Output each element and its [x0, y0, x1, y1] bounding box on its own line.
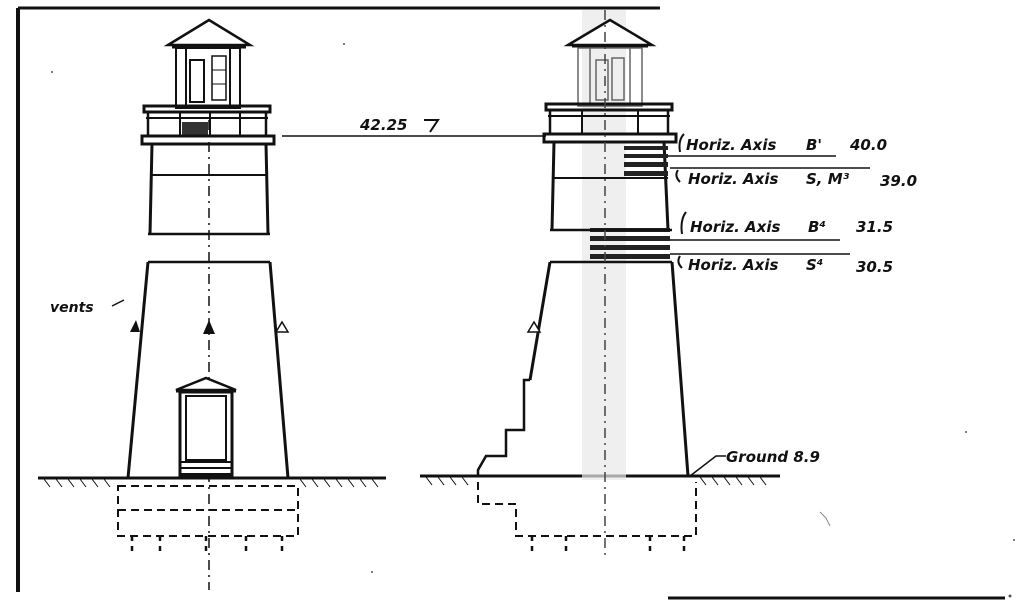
ground-label: Ground 8.9 — [726, 448, 820, 466]
foundation-piles-right — [530, 536, 686, 556]
axis-2-value: 39.0 — [880, 172, 917, 190]
scan-specks — [51, 43, 1015, 598]
vents-leader — [111, 299, 125, 307]
lantern-roof-right — [563, 18, 657, 48]
gallery-deck-left — [140, 134, 276, 146]
tower-band-right — [550, 228, 672, 264]
foundation-left — [117, 485, 299, 537]
stepped-wall-right — [476, 378, 530, 476]
axis-4-prefix: Horiz. Axis — [688, 256, 778, 274]
entrance-porch-left — [175, 376, 237, 478]
axis-callout-1: Horiz. Axis B' 40.0 — [668, 133, 887, 157]
gallery-railing-right — [544, 102, 674, 134]
lantern-room-left — [175, 47, 241, 109]
axis-callout-3: Horiz. Axis B⁴ 31.5 — [670, 211, 893, 241]
gallery-railing-left — [142, 104, 272, 136]
axis-3-marker: B⁴ — [808, 218, 826, 236]
tapered-tower-right — [528, 261, 690, 477]
lantern-room-right — [577, 47, 643, 107]
vents-label: vents — [50, 300, 94, 316]
axis-callout-2: Horiz. Axis S, M³ 39.0 — [670, 167, 917, 190]
upper-tower-left — [148, 143, 270, 235]
axis-1-prefix: Horiz. Axis — [686, 136, 776, 154]
foundation-piles-left — [130, 536, 284, 556]
lantern-roof-left — [163, 18, 255, 49]
ground-leader — [689, 455, 726, 477]
vent-marker-right — [526, 320, 542, 333]
axis-4-value: 30.5 — [856, 258, 893, 276]
axis-callout-4: Horiz. Axis S⁴ 30.5 — [670, 253, 893, 276]
right-lighthouse-section — [476, 10, 697, 560]
axis-2-marker: S, M³ — [806, 170, 850, 188]
axis-1-marker: B' — [806, 136, 822, 154]
axis-1-value: 40.0 — [849, 136, 887, 154]
focal-height-label: 42.25 — [359, 116, 407, 134]
foundation-right — [477, 482, 697, 537]
left-lighthouse-elevation — [117, 18, 299, 590]
focal-height-tick — [424, 119, 440, 133]
ground-line-left — [38, 476, 386, 488]
scan-mark — [819, 511, 831, 527]
light-band-upper — [624, 146, 668, 176]
axis-3-prefix: Horiz. Axis — [690, 218, 780, 236]
gallery-deck-right — [542, 132, 678, 144]
sheet-border — [16, 6, 1005, 600]
axis-2-prefix: Horiz. Axis — [688, 170, 778, 188]
axis-3-value: 31.5 — [856, 218, 893, 236]
axis-4-marker: S⁴ — [806, 256, 823, 274]
tapered-tower-left — [126, 261, 290, 479]
